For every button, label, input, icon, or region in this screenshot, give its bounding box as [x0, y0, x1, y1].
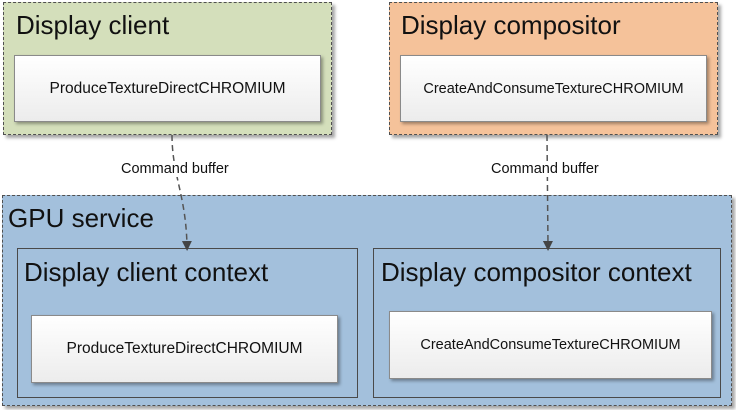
- right-command-buffer-label: Command buffer: [487, 162, 603, 177]
- left-command-buffer-label: Command buffer: [117, 162, 233, 177]
- display-client-context-title: Display client context: [24, 257, 269, 287]
- display-compositor-context-title: Display compositor context: [381, 257, 692, 287]
- display-client-function-box: ProduceTextureDirectCHROMIUM: [14, 55, 321, 122]
- display-client-context-function-box: ProduceTextureDirectCHROMIUM: [31, 315, 338, 383]
- display-compositor-title: Display compositor: [401, 10, 621, 40]
- display-client-title: Display client: [16, 10, 170, 40]
- display-compositor-function-box: CreateAndConsumeTextureCHROMIUM: [400, 55, 707, 122]
- display-compositor-context-function-box: CreateAndConsumeTextureCHROMIUM: [389, 311, 712, 379]
- gpu-service-title: GPU service: [8, 203, 154, 233]
